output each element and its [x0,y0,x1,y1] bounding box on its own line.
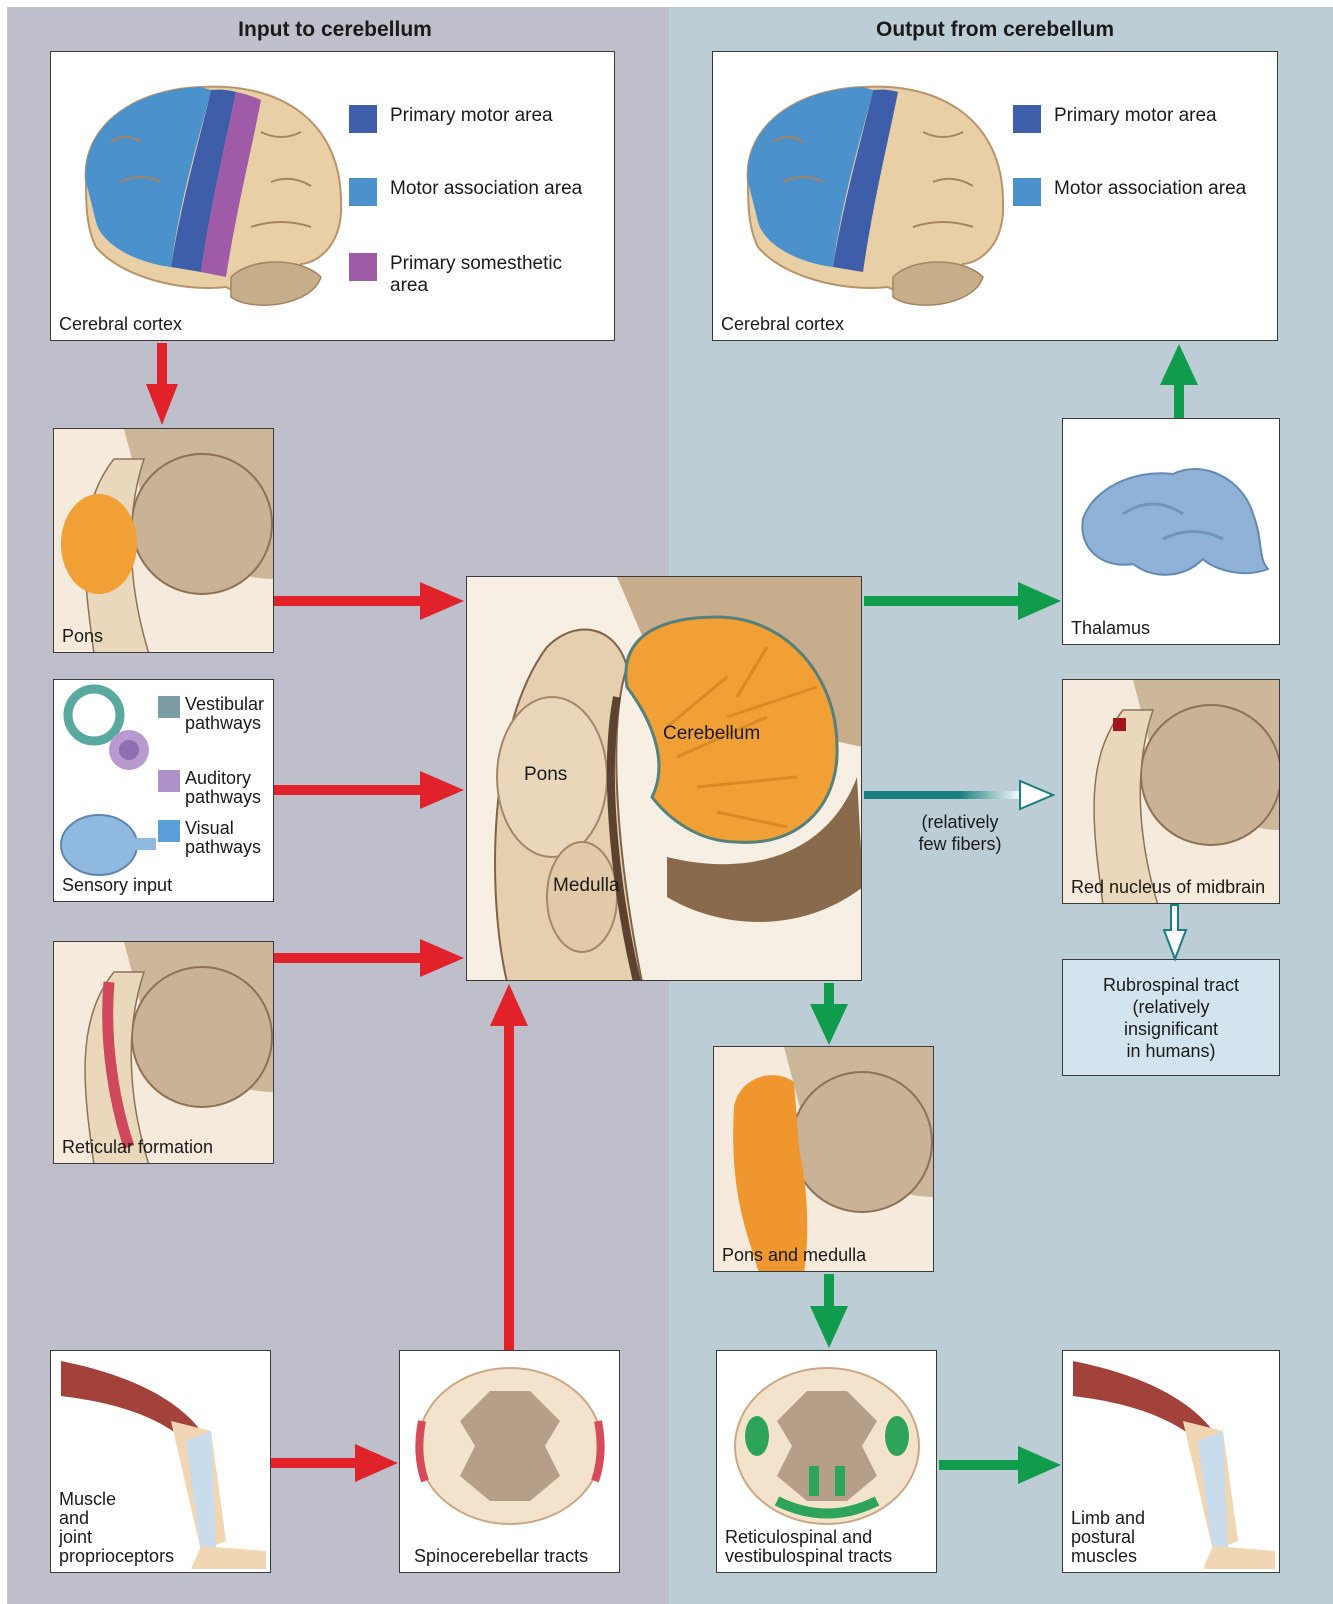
arrow-pons-medulla-to-reticulospinal [810,1274,848,1348]
arrow-red-nucleus-to-rubrospinal [1164,905,1186,959]
arrow-reticulospinal-to-limb [939,1446,1061,1484]
arrow-spinocerebellar-to-cerebellum [490,984,528,1350]
arrow-sensory-to-cerebellum [274,771,464,809]
arrow-reticular-to-cerebellum [274,939,464,977]
arrow-cerebellum-to-red-nucleus-shaft [864,791,1022,799]
arrow-cerebellum-to-red-nucleus-head [1020,781,1053,809]
arrow-cortex-to-pons [146,343,178,425]
arrow-thalamus-to-cortex [1160,344,1198,418]
arrow-pons-to-cerebellum [274,582,464,620]
arrow-cerebellum-to-thalamus [864,582,1061,620]
arrow-cerebellum-to-pons-medulla [810,983,848,1045]
arrow-muscle-to-spinocerebellar [271,1444,398,1482]
